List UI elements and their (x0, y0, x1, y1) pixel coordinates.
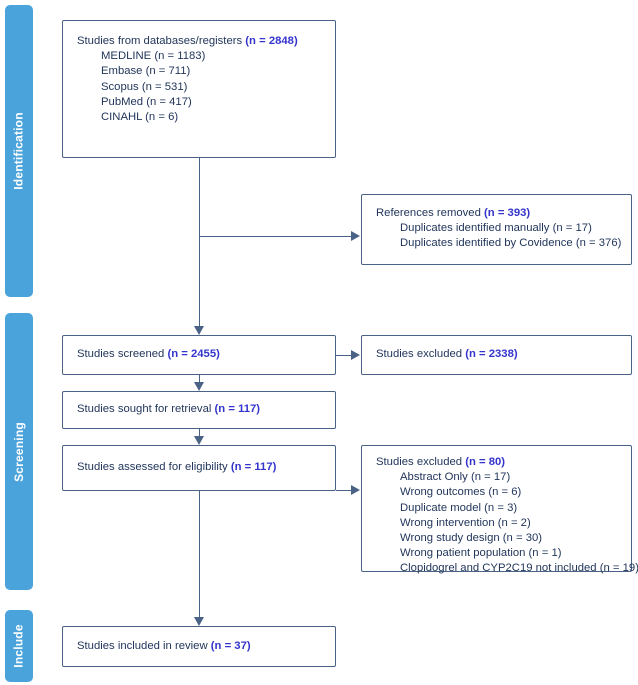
list-item-count: (n = 2) (497, 516, 531, 529)
list-item: Duplicate model (n = 3) (362, 501, 631, 516)
list-item-count: (n = 1) (528, 547, 562, 560)
phase-label-included: Include (12, 624, 26, 668)
connector-screened-to-excluded (336, 354, 352, 357)
connector-assessed-to-excluded (336, 489, 352, 492)
heading-text: References removed (376, 207, 481, 219)
list-item: CINAHL (n = 6) (63, 110, 335, 125)
list-item: PubMed (n = 417) (63, 95, 335, 110)
list-item-label: PubMed (101, 95, 144, 108)
list-item-label: Duplicates identified manually (400, 222, 550, 235)
phase-bar-identification: Identification (5, 5, 33, 297)
box-studies-screened: Studies screened (n = 2455) (62, 335, 336, 375)
list-item-label: Scopus (101, 80, 139, 93)
list-item-count: (n = 6) (145, 111, 179, 124)
list-item-count: (n = 30) (502, 532, 543, 545)
list-item: Duplicates identified by Covidence (n = … (362, 236, 631, 251)
list-item-label: Wrong intervention (400, 516, 495, 529)
arrow-assessed-to-excluded (351, 484, 360, 495)
heading-text: Studies screened (77, 348, 165, 361)
box-heading: Studies excluded (n = 2338) (362, 347, 631, 362)
list-item-count: (n = 3) (484, 501, 518, 514)
list-item-label: Wrong outcomes (400, 486, 486, 499)
list-item-label: Duplicate model (400, 501, 482, 514)
box-heading: Studies assessed for eligibility (n = 11… (63, 460, 335, 475)
list-item: Abstract Only (n = 17) (362, 470, 631, 485)
list-item-label: Clopidogrel and CYP2C19 not included (400, 562, 597, 575)
list-item-label: Wrong study design (400, 532, 500, 545)
list-item-count: (n = 17) (552, 222, 592, 235)
connector-screened-to-sought (198, 375, 201, 382)
box-studies-sought-for-retrieval: Studies sought for retrieval (n = 117) (62, 391, 336, 429)
list-item-count: (n = 19) (599, 562, 638, 575)
arrow-sought-to-assessed (193, 436, 204, 445)
heading-text: Studies excluded (376, 456, 463, 468)
list-item: Wrong patient population (n = 1) (362, 546, 631, 561)
list-item-label: MEDLINE (101, 50, 152, 63)
list-item: Embase (n = 711) (63, 64, 335, 79)
box-identification-sources: Studies from databases/registers (n = 28… (62, 20, 336, 158)
list-item-label: Embase (101, 65, 143, 78)
list-item: Clopidogrel and CYP2C19 not included (n … (362, 561, 638, 576)
heading-count: (n = 393) (484, 207, 531, 219)
heading-count: (n = 117) (214, 403, 261, 416)
phase-bar-included: Include (5, 610, 33, 682)
heading-count: (n = 2455) (167, 348, 220, 361)
box-heading: Studies screened (n = 2455) (63, 347, 335, 362)
heading-count: (n = 80) (465, 456, 506, 468)
heading-count: (n = 2848) (245, 35, 298, 47)
list-item: MEDLINE (n = 1183) (63, 49, 335, 64)
list-item-count: (n = 6) (488, 486, 522, 499)
heading-text: Studies sought for retrieval (77, 403, 212, 416)
heading-text: Studies assessed for eligibility (77, 461, 228, 474)
list-item: Wrong intervention (n = 2) (362, 516, 631, 531)
list-item: Wrong study design (n = 30) (362, 531, 631, 546)
list-item-label: CINAHL (101, 111, 143, 124)
heading-text: Studies included in review (77, 639, 208, 652)
box-references-removed: References removed (n = 393) Duplicates … (361, 194, 632, 265)
list-item-count: (n = 531) (141, 80, 188, 93)
list-item-count: (n = 376) (575, 237, 622, 250)
box-studies-excluded-screening: Studies excluded (n = 2338) (361, 335, 632, 375)
box-heading: Studies excluded (n = 80) (362, 455, 631, 470)
list-item-count: (n = 1183) (154, 50, 206, 63)
box-heading: Studies from databases/registers (n = 28… (63, 34, 335, 49)
connector-sources-to-screened (198, 158, 201, 326)
list-item: Scopus (n = 531) (63, 80, 335, 95)
connector-sought-to-assessed (198, 429, 201, 436)
box-studies-included-in-review: Studies included in review (n = 37) (62, 626, 336, 667)
phase-label-screening: Screening (12, 421, 27, 482)
box-heading: Studies sought for retrieval (n = 117) (63, 402, 335, 417)
list-item-count: (n = 417) (146, 95, 192, 108)
box-studies-excluded-eligibility: Studies excluded (n = 80) Abstract Only … (361, 445, 638, 574)
connector-sources-to-references-removed (198, 235, 352, 238)
box-heading: References removed (n = 393) (362, 206, 631, 221)
box-studies-assessed-for-eligibility: Studies assessed for eligibility (n = 11… (62, 445, 336, 491)
list-item-count: (n = 711) (145, 65, 191, 78)
list-item-label: Wrong patient population (400, 547, 526, 560)
list-item-count: (n = 17) (470, 471, 511, 484)
phase-label-identification: Identification (12, 112, 26, 190)
list-item-label: Abstract Only (400, 471, 468, 484)
list-item: Wrong outcomes (n = 6) (362, 485, 631, 500)
arrow-assessed-to-included (193, 617, 204, 626)
heading-count: (n = 2338) (465, 348, 518, 361)
phase-bar-screening: Screening (5, 313, 33, 590)
box-heading: Studies included in review (n = 37) (63, 639, 335, 654)
arrow-sources-to-screened (193, 326, 204, 335)
heading-count: (n = 37) (210, 639, 251, 652)
list-item-label: Duplicates identified by Covidence (400, 237, 573, 250)
heading-count: (n = 117) (230, 461, 277, 474)
list-item: Duplicates identified manually (n = 17) (362, 221, 631, 236)
heading-text: Studies excluded (376, 348, 463, 361)
heading-text: Studies from databases/registers (77, 35, 243, 47)
arrow-screened-to-sought (193, 382, 204, 391)
arrow-screened-to-excluded (351, 349, 360, 360)
connector-assessed-to-included (198, 491, 201, 617)
arrow-sources-to-references-removed (351, 230, 360, 241)
